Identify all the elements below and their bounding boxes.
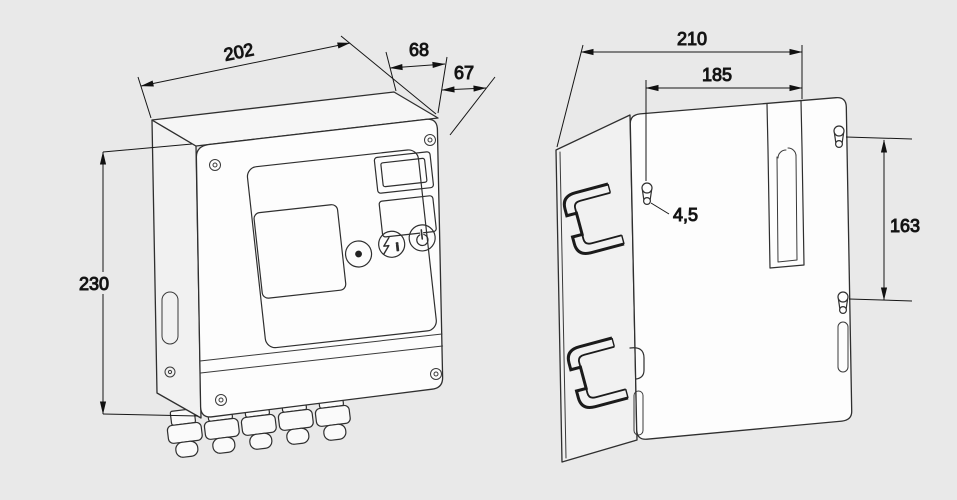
mounting-channel xyxy=(766,100,805,269)
ext-lines-depth-rear xyxy=(385,51,448,114)
front-view: i 202 68 67 xyxy=(76,35,496,460)
dim-hole-spacing-v-label: 163 xyxy=(890,216,920,236)
rear-face xyxy=(629,97,853,440)
dim-overall-width-label: 210 xyxy=(677,29,707,49)
dim-width-label: 202 xyxy=(222,39,255,65)
dim-line-width xyxy=(140,42,351,87)
lightning-icon xyxy=(383,236,390,255)
dim-hole-diameter-label: 4,5 xyxy=(673,205,698,225)
dim-line-depth-front xyxy=(441,85,487,93)
control-panel: i xyxy=(246,149,437,349)
hook-bottom-left xyxy=(629,347,645,380)
side-screw xyxy=(164,366,176,378)
dim-depth-rear-label: 68 xyxy=(409,40,429,60)
rear-view-dimensions: 210 185 4,5 163 xyxy=(556,29,921,302)
cover-seams xyxy=(199,333,444,374)
rear-side-face xyxy=(555,114,638,463)
power-button xyxy=(408,224,436,252)
leader-hole-diameter xyxy=(650,202,670,215)
slot-bottom-left xyxy=(633,390,644,436)
info-reset-button: i xyxy=(378,230,406,258)
reset-button xyxy=(344,240,373,268)
ext-lines-height xyxy=(102,143,199,417)
housing-side-face xyxy=(151,119,202,419)
ext-line-depth-front xyxy=(449,76,496,136)
reset-dot-icon xyxy=(355,250,362,258)
housing-top-face xyxy=(151,91,439,147)
side-window xyxy=(161,291,179,345)
channel-hook-right xyxy=(787,147,797,157)
rear-side-inner-edge xyxy=(559,151,567,459)
front-cover-screws xyxy=(209,134,442,406)
seven-segment-display xyxy=(373,151,434,194)
lcd-screen xyxy=(253,204,347,299)
ext-lines-width xyxy=(137,35,437,119)
rear-view: 210 185 4,5 163 xyxy=(555,29,921,463)
info-icon: i xyxy=(395,242,399,254)
dim-height-label: 230 xyxy=(79,274,109,294)
slot-bottom-right xyxy=(837,321,849,373)
channel-hook-left xyxy=(777,149,787,159)
dim-depth-front-label: 67 xyxy=(454,63,474,83)
side-screw-center xyxy=(167,369,173,375)
housing-front-face xyxy=(195,118,444,418)
dim-line-depth-rear xyxy=(389,61,446,71)
ext-lines-hole-spacing-v xyxy=(845,136,913,302)
dim-hole-spacing-h-label: 185 xyxy=(702,65,732,85)
